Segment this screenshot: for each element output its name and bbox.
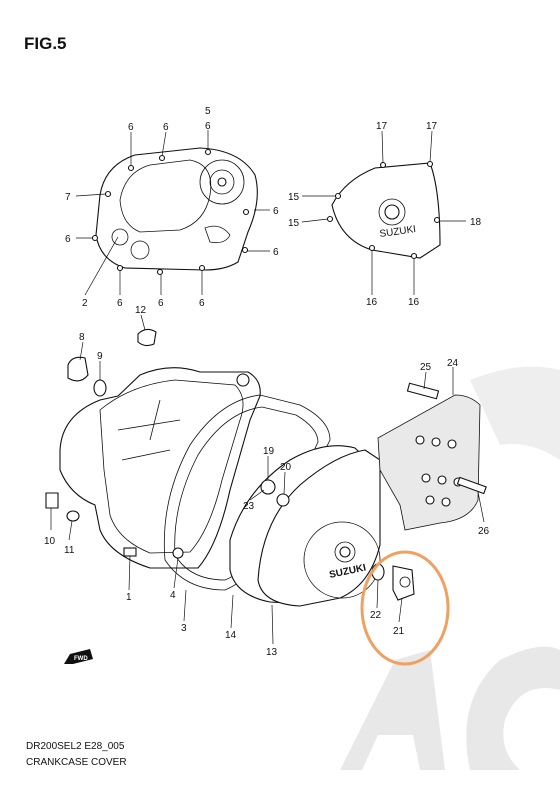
small-parts [45, 328, 487, 601]
callout-16: 16 [366, 297, 378, 308]
callout-6: 6 [163, 122, 169, 133]
watermark-logo [340, 366, 560, 770]
callout-2: 2 [82, 298, 88, 309]
callout-6: 6 [158, 298, 164, 309]
fwd-label: FWD [74, 656, 88, 662]
callout-9: 9 [97, 351, 103, 362]
callout-1: 1 [126, 592, 132, 603]
callout-3: 3 [181, 623, 187, 634]
callout-10: 10 [44, 536, 56, 547]
callout-6: 6 [199, 298, 205, 309]
callout-15: 15 [288, 192, 300, 203]
callout-8: 8 [79, 332, 85, 343]
callout-6: 6 [273, 206, 279, 217]
callout-19: 19 [263, 446, 275, 457]
callout-17: 17 [376, 121, 388, 132]
callout-6: 6 [65, 234, 71, 245]
crankcase-cover-part-1 [59, 367, 261, 569]
callout-5: 5 [205, 106, 211, 117]
callout-26: 26 [478, 526, 490, 537]
callout-15: 15 [288, 218, 300, 229]
leader-lines [50, 130, 485, 645]
case-marking-small: SUZUKI [379, 224, 417, 240]
model-code: DR200SEL2 E28_005 [26, 741, 125, 752]
figure-title: FIG.5 [24, 34, 67, 53]
callout-7: 7 [65, 192, 71, 203]
callout-6: 6 [205, 121, 211, 132]
callout-16: 16 [408, 297, 420, 308]
callout-18: 18 [470, 217, 482, 228]
callout-24: 24 [447, 358, 459, 369]
callout-12: 12 [135, 305, 147, 316]
callout-6: 6 [273, 247, 279, 258]
callout-6: 6 [128, 122, 134, 133]
callout-14: 14 [225, 630, 237, 641]
fwd-arrow-icon: FWD [64, 649, 93, 664]
chain-guard-part-24 [377, 394, 481, 531]
callout-11: 11 [64, 545, 75, 556]
magneto-cover-upper: SUZUKI [326, 160, 441, 260]
callout-4: 4 [170, 590, 176, 601]
callout-20: 20 [280, 462, 292, 473]
callout-17: 17 [426, 121, 438, 132]
callout-21: 21 [393, 626, 405, 637]
gasket-part-3 [163, 394, 331, 591]
magneto-cover-part-13: SUZUKI [257, 449, 381, 607]
callout-23: 23 [243, 501, 255, 512]
clutch-cover-part-2 [91, 147, 258, 276]
callout-numbers: 5 6 6 6 7 6 6 6 2 6 6 6 17 17 15 15 18 1… [44, 106, 490, 658]
callout-22: 22 [370, 610, 382, 621]
callout-13: 13 [266, 647, 278, 658]
figure-caption: CRANKCASE COVER [26, 757, 127, 768]
highlight-circle [360, 550, 450, 666]
callout-25: 25 [420, 362, 432, 373]
callout-6: 6 [117, 298, 123, 309]
